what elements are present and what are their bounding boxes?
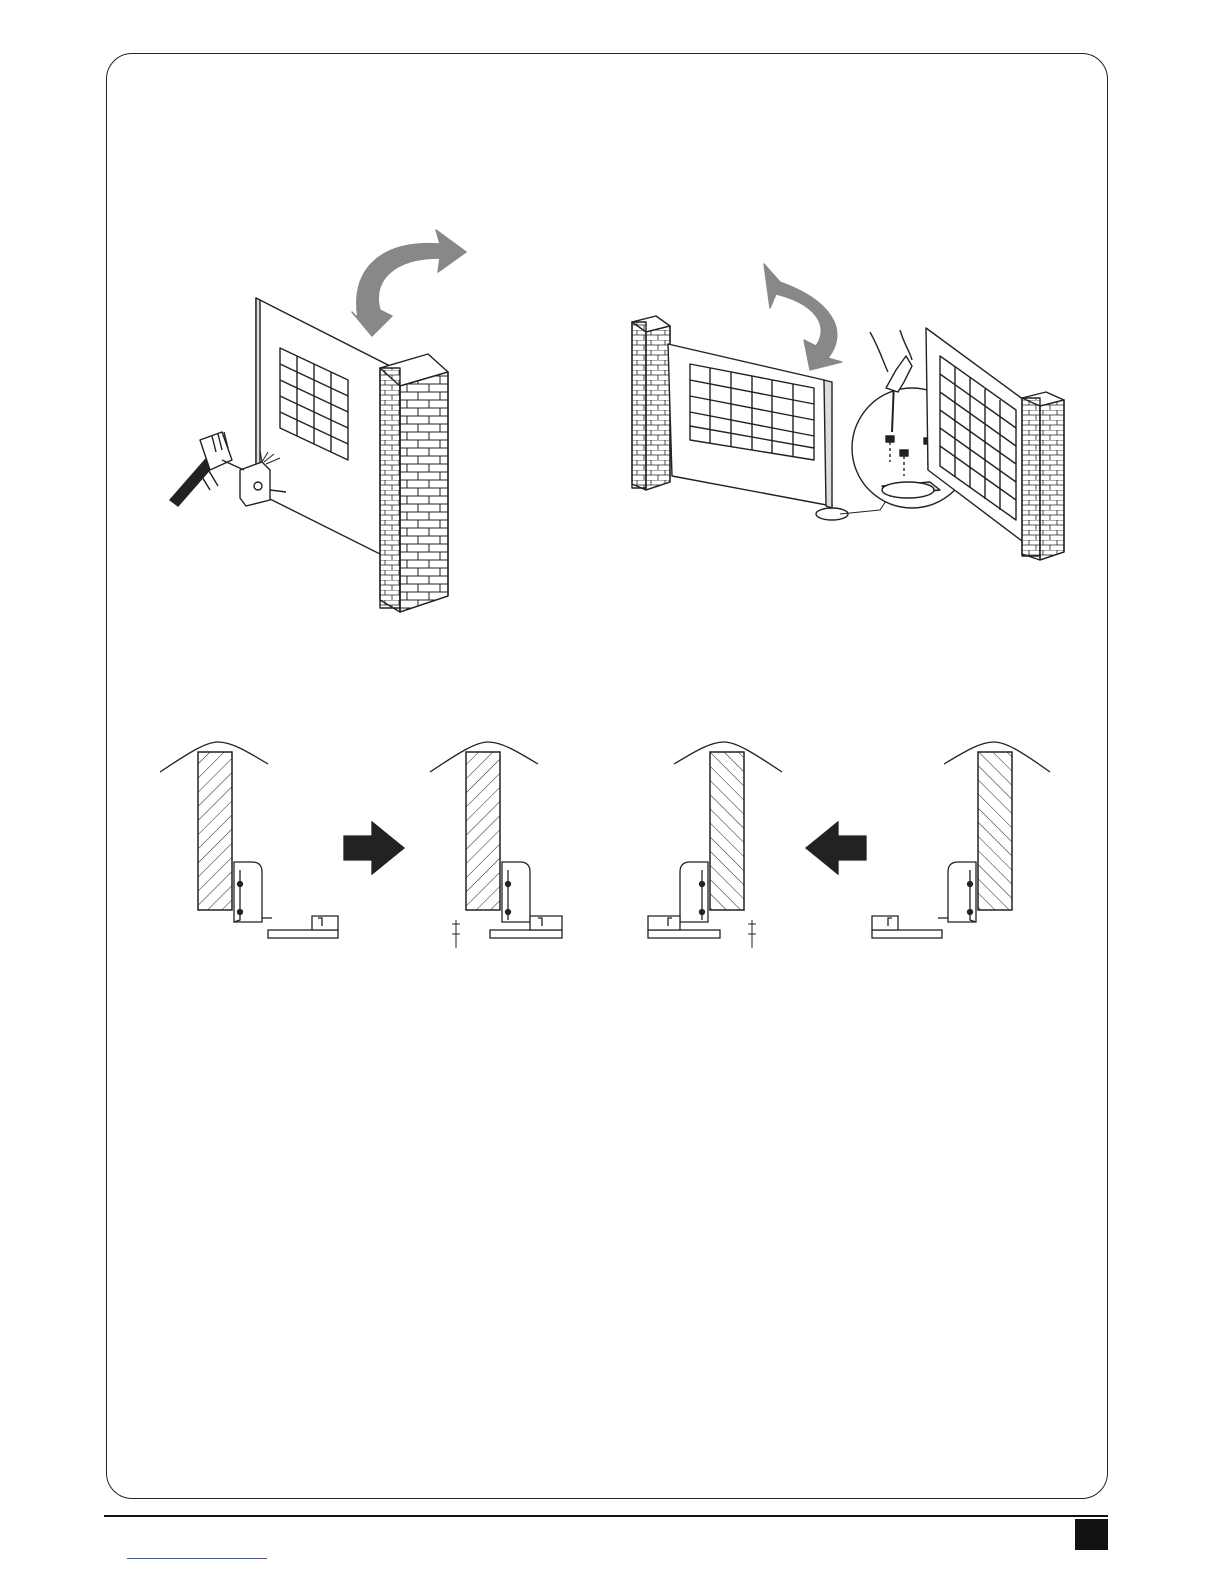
open-gate-leaf (926, 328, 1026, 544)
brick-pillar (380, 354, 448, 612)
page-number-marker (1075, 1519, 1108, 1550)
bracket-sequence (160, 742, 1050, 948)
bracket-step-2 (430, 742, 562, 948)
swing-gate-illustration (170, 230, 466, 612)
bracket-step-3 (648, 742, 782, 948)
footer-link-underline[interactable] (127, 1558, 267, 1559)
curved-arrow-icon (352, 230, 466, 336)
curved-arrow-icon (764, 264, 842, 370)
right-brick-pillar (1022, 392, 1064, 560)
left-brick-pillar (632, 316, 670, 490)
bracket-step-4 (872, 742, 1050, 938)
arrow-left-icon (806, 822, 866, 874)
gate-stopper-illustration (632, 264, 1064, 560)
footer-rule (104, 1515, 1108, 1517)
bracket-step-1 (160, 742, 338, 938)
caulking-gun-icon (170, 432, 244, 506)
arrow-right-icon (344, 822, 404, 874)
